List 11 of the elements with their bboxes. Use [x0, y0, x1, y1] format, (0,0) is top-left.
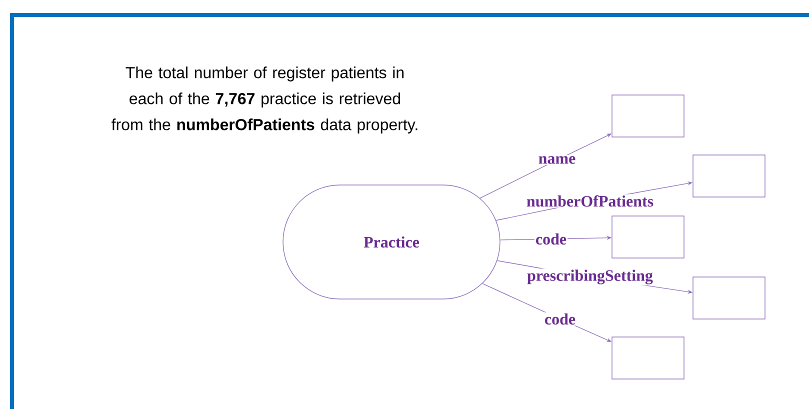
empty-box	[692, 276, 766, 320]
empty-box	[612, 336, 684, 380]
edge-label: code	[543, 312, 577, 326]
edge-label: code	[534, 232, 568, 246]
edge-label: numberOfPatients	[525, 194, 655, 208]
edge-label: name	[537, 155, 577, 165]
edge-label: prescribingSetting	[526, 268, 654, 286]
description-text: The total number of register patients in each of the 7,767 practice is retrieved from the numberOfPatients data property.	[112, 66, 418, 134]
empty-box	[612, 94, 684, 138]
empty-box	[692, 154, 766, 198]
empty-box	[612, 216, 684, 258]
